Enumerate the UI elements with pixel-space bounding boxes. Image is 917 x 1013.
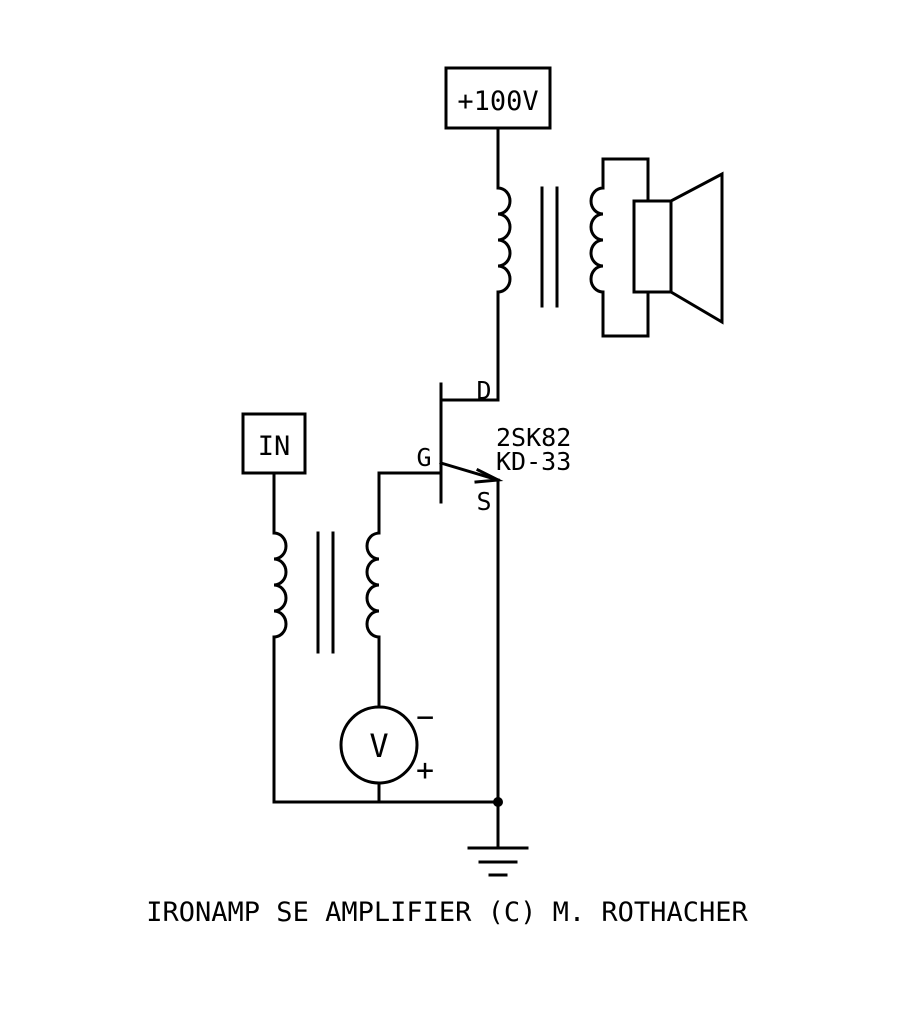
part-alt-label: KD-33 [496, 447, 571, 476]
supply-terminal: +100V [444, 66, 552, 130]
ground-icon [467, 800, 529, 877]
bias-voltage-source: V − + [339, 700, 434, 788]
part-number-label: 2SK82 [496, 423, 571, 452]
jfet-source-lead [439, 461, 500, 482]
input-label: IN [258, 431, 291, 462]
jfet-arrow-icon [474, 467, 504, 484]
gate-label: G [416, 443, 431, 472]
minus-polarity-label: − [416, 700, 434, 735]
input-transformer [272, 471, 381, 804]
input-primary-coil [272, 471, 288, 804]
input-terminal: IN [241, 412, 307, 475]
supply-label: +100V [457, 86, 538, 117]
input-secondary-coil [365, 531, 381, 709]
source-label: S [476, 487, 491, 516]
output-secondary-coil [589, 157, 650, 338]
bias-source-label: V [369, 727, 388, 765]
output-transformer [496, 126, 650, 402]
plus-polarity-label: + [416, 753, 434, 788]
schematic-caption: IRONAMP SE AMPLIFIER (C) M. ROTHACHER [146, 897, 748, 928]
output-primary-coil [496, 126, 512, 402]
speaker-icon [632, 157, 724, 338]
gate-wire [377, 471, 443, 535]
drain-label: D [476, 376, 491, 405]
